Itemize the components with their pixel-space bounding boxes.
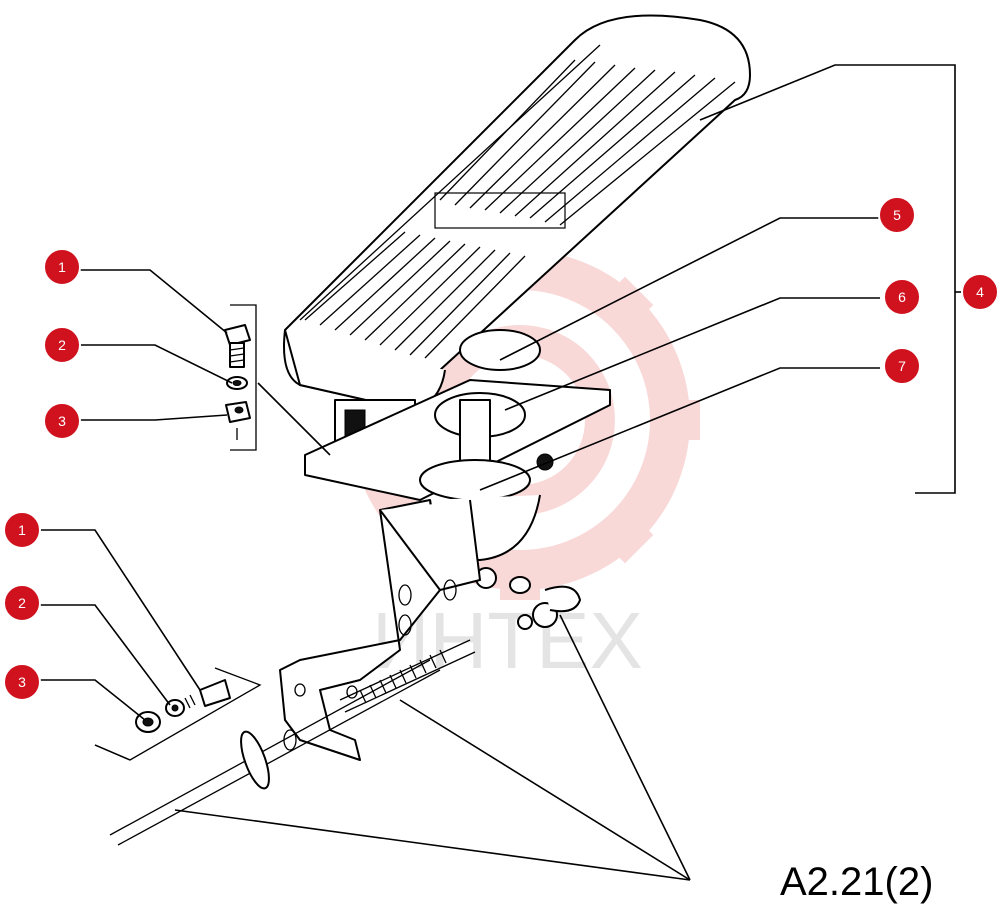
callouts: 1 2 3 1 2 3 4 5 — [3, 196, 999, 701]
callout-1-upper[interactable]: 1 — [43, 248, 81, 286]
fastener-set-upper — [224, 304, 257, 451]
callout-6[interactable]: 6 — [883, 278, 921, 316]
throttle-cable — [94, 576, 581, 846]
reference-code: A2.21(2) — [780, 860, 933, 904]
pedal-pad — [283, 14, 751, 411]
fastener-set-lower — [135, 679, 231, 733]
callout-2-upper[interactable]: 2 — [43, 326, 81, 364]
callout-4[interactable]: 4 — [961, 273, 999, 311]
leader-lines — [40, 64, 965, 881]
mounting-bracket — [279, 499, 481, 761]
callout-2-lower[interactable]: 2 — [3, 584, 41, 622]
callout-3-upper[interactable]: 3 — [43, 402, 81, 440]
callout-1-lower[interactable]: 1 — [3, 511, 41, 549]
callout-3-lower[interactable]: 3 — [3, 663, 41, 701]
callout-5[interactable]: 5 — [878, 196, 916, 234]
callout-7[interactable]: 7 — [883, 347, 921, 385]
